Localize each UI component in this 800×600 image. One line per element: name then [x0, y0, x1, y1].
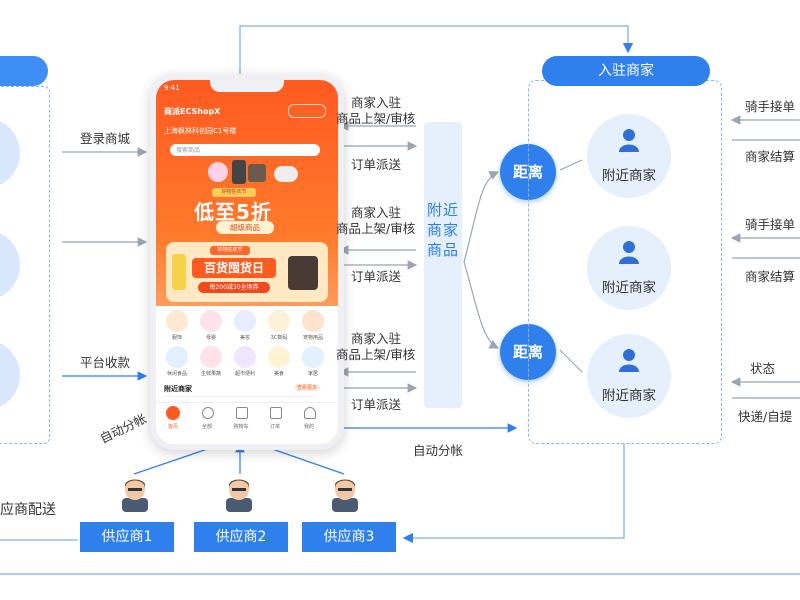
category-icon[interactable]	[166, 346, 188, 368]
home-icon[interactable]	[166, 406, 180, 420]
location-text[interactable]: 上海枫林科创园C1号楼	[164, 127, 237, 135]
supplier-avatar	[118, 474, 152, 512]
order-dispatch-label: 订单派送	[351, 397, 402, 412]
nearby-more-link[interactable]: 查看更多	[294, 384, 321, 391]
phone-mockup: 9:41 商派ECShopX 上海枫林科创园C1号楼 搜索商品 好物狂欢节 低至…	[150, 74, 344, 450]
category-label: 美妆	[239, 335, 250, 341]
supplier-3-button[interactable]: 供应商3	[302, 522, 396, 552]
product-review-label: 商品上架/审核	[336, 111, 416, 126]
tab-home[interactable]: 首页	[167, 424, 178, 430]
left-node	[0, 118, 20, 188]
merchant-node: 附近商家	[587, 226, 671, 310]
category-icon[interactable]	[302, 346, 324, 368]
person-icon	[619, 349, 639, 372]
cart-icon[interactable]	[236, 407, 248, 419]
category-label: 宠物用品	[302, 335, 323, 341]
merchant-label: 附近商家	[602, 168, 656, 184]
nearby-products-label: 附近商家商品	[426, 201, 459, 259]
delivery-pickup-label: 快递/自提	[738, 409, 793, 424]
merchant-settle-label: 商家结算	[745, 149, 796, 164]
order-icon[interactable]	[270, 407, 282, 419]
tab-bar: 首页 全部 购物车 订单 我的	[156, 402, 338, 433]
merchant-node: 附近商家	[587, 334, 671, 418]
tab-cart[interactable]: 购物车	[233, 424, 249, 430]
product-image	[274, 166, 298, 182]
card-title: 百货囤货日	[192, 258, 276, 278]
product-image	[248, 164, 266, 182]
merchant-label: 附近商家	[602, 280, 656, 296]
category-label: 休闲食品	[166, 371, 187, 377]
category-icon[interactable]	[234, 346, 256, 368]
merchant-node: 附近商家	[587, 114, 671, 198]
category-icon[interactable]	[234, 310, 256, 332]
order-dispatch-label: 订单派送	[351, 157, 402, 172]
user-icon[interactable]	[304, 407, 316, 419]
category-label: 服饰	[171, 335, 182, 341]
rider-accept-label: 骑手接单	[745, 217, 796, 232]
nearby-title: 附近商家	[164, 385, 192, 393]
supplier-avatar	[222, 474, 256, 512]
supplier-delivery-label: 应商配送	[0, 502, 56, 518]
left-panel-header	[0, 56, 48, 86]
category-icon[interactable]	[200, 346, 222, 368]
supplier-avatar	[328, 474, 362, 512]
card-tag: 好物狂欢节	[210, 246, 250, 255]
category-label: 母婴	[205, 335, 216, 341]
tab-profile[interactable]: 我的	[303, 424, 314, 430]
tab-all[interactable]: 全部	[201, 424, 212, 430]
promo-headline: 低至5折	[194, 200, 272, 224]
category-label: 生鲜果蔬	[200, 371, 221, 377]
merchant-join-label: 商家入驻	[351, 331, 402, 346]
category-grid: 服饰 母婴 美妆 3C数码 宠物用品 休闲食品 生鲜果蔬 超市便利 美食 家居	[156, 306, 338, 382]
product-image	[172, 254, 186, 290]
search-input[interactable]: 搜索商品	[170, 144, 320, 156]
left-node	[0, 230, 20, 300]
order-dispatch-label: 订单派送	[351, 269, 402, 284]
left-node	[0, 340, 20, 410]
product-review-label: 商品上架/审核	[336, 221, 416, 236]
promo-button[interactable]: 超级商品	[216, 221, 274, 234]
category-icon[interactable]	[200, 310, 222, 332]
person-icon	[619, 241, 639, 264]
compass-icon[interactable]	[202, 407, 214, 419]
category-icon[interactable]	[268, 310, 290, 332]
merchant-join-label: 商家入驻	[351, 95, 402, 110]
promo-tag: 好物狂欢节	[212, 188, 256, 197]
supplier-2-button[interactable]: 供应商2	[194, 522, 288, 552]
merchant-settle-label: 商家结算	[745, 269, 796, 284]
merchant-label: 附近商家	[602, 388, 656, 404]
category-label: 3C数码	[270, 335, 288, 341]
divider	[164, 396, 314, 397]
nearby-products-bar	[424, 122, 462, 408]
category-label: 家居	[307, 371, 318, 377]
merchant-join-label: 商家入驻	[351, 205, 402, 220]
product-image	[232, 160, 246, 184]
rider-accept-label: 骑手接单	[745, 99, 796, 114]
login-label: 登录商城	[80, 131, 131, 146]
promo-card[interactable]: 好物狂欢节 百货囤货日 每200减30全场券	[166, 242, 328, 302]
mini-program-capsule[interactable]	[288, 104, 326, 118]
tab-orders[interactable]: 订单	[269, 424, 280, 430]
auto-split-label-bottom: 自动分帐	[413, 443, 464, 458]
status-label: 状态	[750, 361, 776, 376]
merchants-title: 入驻商家	[542, 56, 710, 86]
left-panel	[0, 86, 50, 444]
category-icon[interactable]	[302, 310, 324, 332]
category-label: 美食	[273, 371, 284, 377]
phone-notch	[210, 80, 284, 92]
search-placeholder: 搜索商品	[176, 147, 201, 154]
app-title: 商派ECShopX	[164, 107, 221, 116]
person-icon	[619, 129, 639, 152]
status-time: 9:41	[164, 84, 180, 92]
product-image	[288, 256, 318, 290]
product-review-label: 商品上架/审核	[336, 347, 416, 362]
category-label: 超市便利	[234, 371, 255, 377]
card-subtitle: 每200减30全场券	[198, 282, 270, 293]
product-image	[208, 162, 228, 182]
category-icon[interactable]	[166, 310, 188, 332]
category-icon[interactable]	[268, 346, 290, 368]
supplier-1-button[interactable]: 供应商1	[80, 522, 174, 552]
payment-label: 平台收款	[80, 355, 131, 370]
